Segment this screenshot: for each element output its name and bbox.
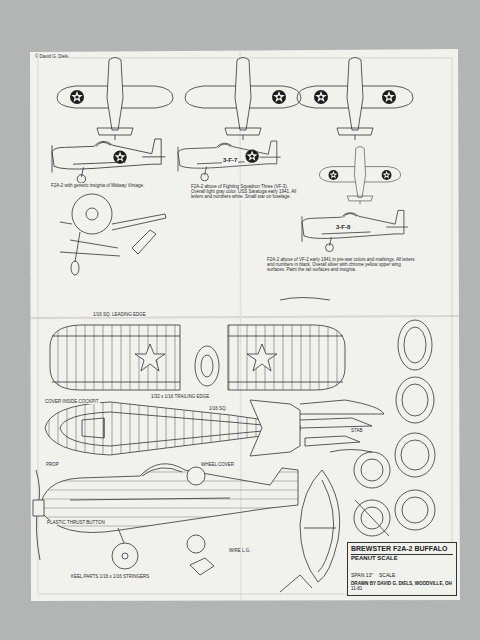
- plan-note: F2A-2 above of Fighting Squadron Three (…: [190, 184, 302, 200]
- title-block: BREWSTER F2A-2 BUFFALOPEANUT SCALE SPAN 1…: [347, 542, 457, 596]
- plan-note: PLASTIC THRUST BUTTON: [46, 520, 106, 525]
- plan-note: 3-F-8: [335, 224, 351, 231]
- plan-note: © David G. Diels: [34, 54, 69, 59]
- plan-note: 3-F-7: [222, 157, 238, 164]
- plan-note: STAB: [350, 428, 363, 433]
- plan-note: 1/16 SQ.: [208, 406, 228, 411]
- plan-note: KEEL PARTS 1/16 x 1/16 STRINGERS: [70, 574, 150, 579]
- title-text: BREWSTER F2A-2 BUFFALO: [351, 545, 453, 555]
- plan-note: 1/16 SQ. LEADING EDGE: [92, 312, 147, 317]
- plan-note: 1/32 x 1/16 TRAILING EDGE: [150, 394, 210, 399]
- plan-note: WIRE L.G.: [228, 548, 252, 553]
- title-text: SPAN 13": [351, 572, 373, 578]
- plan-note: COVER INSIDE COCKPIT: [44, 399, 100, 404]
- plan-note: WHEEL COVER: [200, 462, 235, 467]
- plan-note: F2A-2 above of VF-2 early 1941 in pre-wa…: [266, 257, 418, 273]
- plan-note: PROP: [45, 462, 60, 467]
- title-text: SCALE: [379, 572, 395, 578]
- title-text: 11-81: [351, 586, 453, 592]
- title-text: DRAWN BY DAVID G. DIELS, WOODVILLE, OH: [351, 581, 453, 587]
- title-text: PEANUT SCALE: [351, 555, 453, 562]
- plan-note: F2A-2 with generic insignia of Midway Vi…: [50, 183, 145, 188]
